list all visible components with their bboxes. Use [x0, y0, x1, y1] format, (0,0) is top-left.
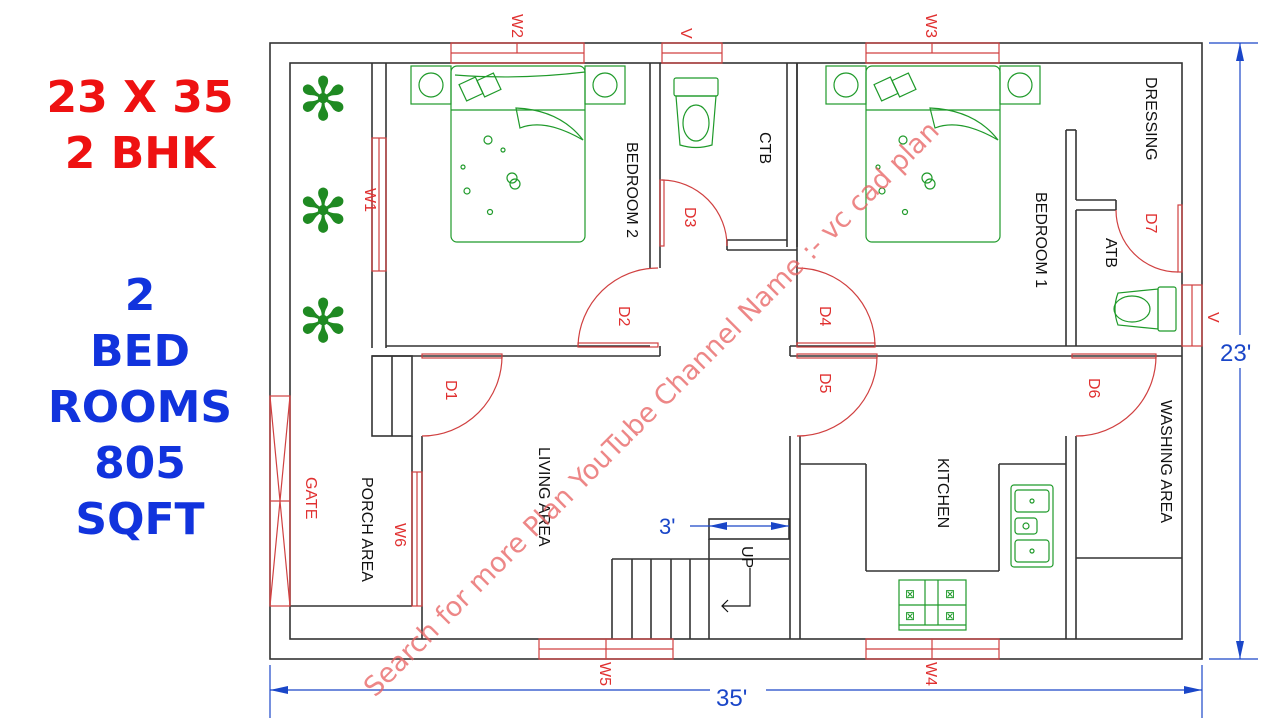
kitchen-sink	[1010, 484, 1054, 568]
walls	[269, 42, 1203, 660]
door-d2-swing	[577, 267, 659, 347]
plants: ✻ ✻ ✻	[298, 65, 348, 357]
tag-d5: D5	[816, 373, 833, 394]
svg-text:⊠: ⊠	[945, 609, 955, 623]
tag-d6: D6	[1085, 378, 1102, 399]
tag-d3: D3	[681, 207, 698, 228]
tag-w4: W4	[922, 662, 939, 686]
svg-text:⊠: ⊠	[905, 587, 915, 601]
plant-icon: ✻	[298, 65, 348, 135]
tag-w5: W5	[596, 662, 613, 686]
area-unit: SQFT	[75, 494, 205, 545]
gas-stove: ⊠ ⊠ ⊠ ⊠	[898, 579, 967, 631]
tag-w1: W1	[361, 188, 378, 212]
label-kitchen: KITCHEN	[934, 458, 951, 528]
tag-d1: D1	[442, 380, 459, 401]
label-ctb: CTB	[756, 132, 773, 164]
door-d4-swing	[796, 267, 876, 347]
label-atb: ATB	[1102, 238, 1119, 268]
tag-v-ctb: V	[677, 28, 694, 39]
label-porch: PORCH AREA	[358, 477, 375, 582]
door-d1-swing	[421, 355, 503, 437]
label-living: LIVING AREA	[535, 447, 552, 547]
doors	[421, 179, 1183, 437]
tag-w3: W3	[922, 14, 939, 38]
room-labels: BEDROOM 2 CTB BEDROOM 1 DRESSING ATB LIV…	[302, 77, 1174, 582]
label-dressing: DRESSING	[1142, 77, 1159, 161]
label-gate: GATE	[302, 477, 319, 519]
windows	[269, 42, 1203, 660]
label-washing: WASHING AREA	[1157, 400, 1174, 523]
label-bedroom2: BEDROOM 2	[623, 142, 640, 238]
bed-label: BED	[89, 326, 191, 377]
info-panel: 23 X 35 2 BHK 2 BED ROOMS 805 SQFT	[0, 70, 280, 548]
svg-text:⊠: ⊠	[905, 609, 915, 623]
rooms-label: ROOMS	[47, 382, 233, 433]
tag-v-atb: V	[1204, 312, 1221, 323]
dim-depth: 23'	[1220, 340, 1251, 367]
label-bedroom1: BEDROOM 1	[1032, 192, 1049, 288]
bhk-label: 2 BHK	[64, 128, 216, 179]
bed-bedroom2	[410, 65, 626, 243]
tag-w6: W6	[391, 523, 408, 547]
plant-icon: ✻	[298, 287, 348, 357]
dimensions	[269, 42, 1258, 718]
tag-d2: D2	[615, 306, 632, 327]
area-value: 805	[94, 438, 186, 489]
plot-size: 23 X 35	[46, 72, 234, 123]
wc-atb	[1113, 286, 1177, 332]
opening-tags: D1 D2 D3 D4 D5 D6 D7 W1 W2 W3 W4 W5 W6 V…	[361, 14, 1221, 686]
door-d5-swing	[796, 355, 878, 437]
door-d3-swing	[661, 179, 728, 247]
bed-count: 2	[124, 270, 156, 321]
door-d6-swing	[1075, 355, 1157, 437]
tag-w2: W2	[508, 14, 525, 38]
label-up: UP	[738, 546, 755, 568]
bed-bedroom1	[825, 65, 1041, 243]
door-d7-swing	[1115, 209, 1179, 273]
svg-text:⊠: ⊠	[945, 587, 955, 601]
tag-d7: D7	[1142, 213, 1159, 234]
stair-arrow-icon	[721, 568, 751, 613]
dim-width: 35'	[716, 685, 747, 712]
tag-d4: D4	[816, 306, 833, 327]
wc-ctb	[673, 77, 719, 149]
dim-stair-width: 3'	[659, 514, 675, 539]
plant-icon: ✻	[298, 177, 348, 247]
furniture: ⊠ ⊠ ⊠ ⊠	[410, 65, 1177, 631]
